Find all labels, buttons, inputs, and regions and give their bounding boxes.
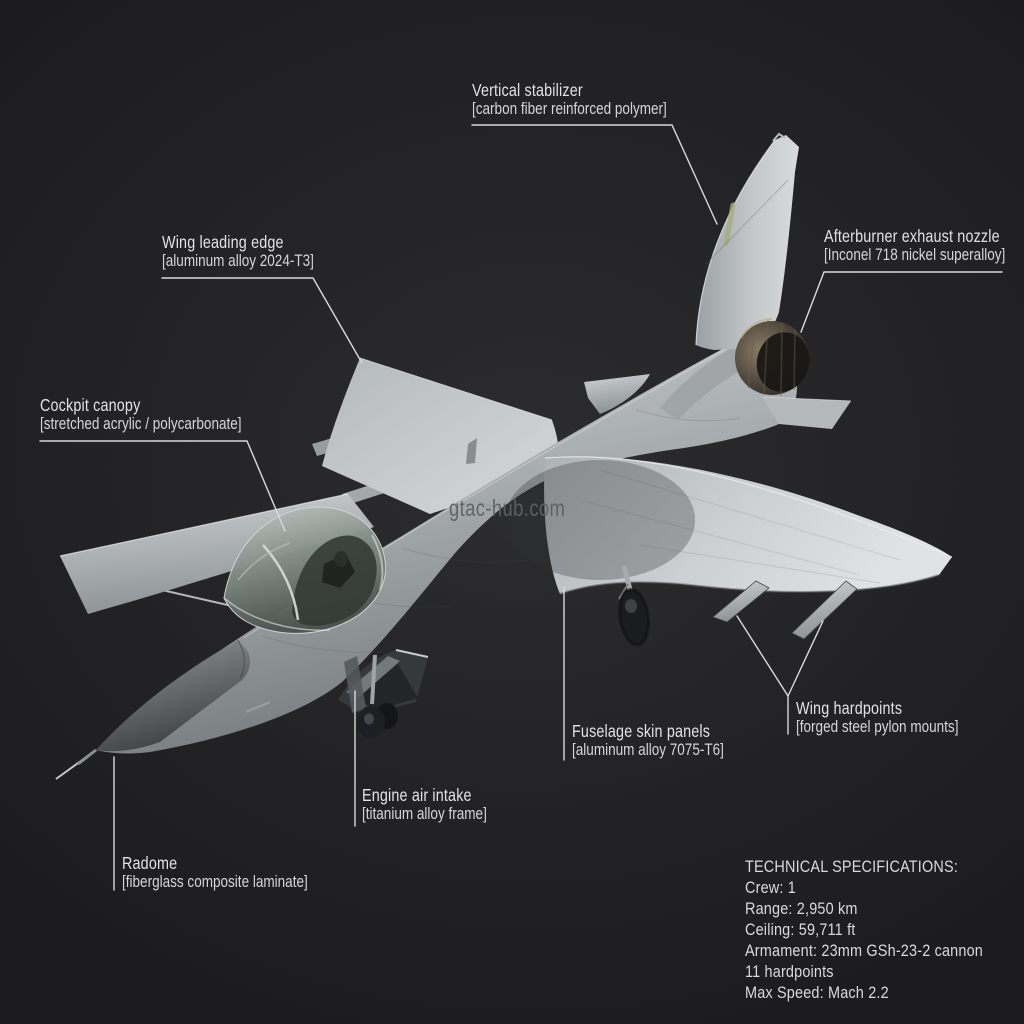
callout-material: [Inconel 718 nickel superalloy] [824, 246, 1006, 264]
tail-strake-highlight [761, 396, 852, 402]
callout-vertical-stabilizer: Vertical stabilizer [carbon fiber reinfo… [472, 81, 667, 119]
rudder-seam [705, 179, 789, 265]
callout-material: [aluminum alloy 7075-T6] [572, 741, 724, 759]
leader-cockpit-canopy [39, 440, 286, 532]
canopy-rear-frame [371, 534, 384, 591]
windscreen-divider [237, 542, 291, 581]
canopy-sill-highlight [223, 597, 331, 631]
nose-gear-door [344, 656, 366, 713]
callout-title: Afterburner exhaust nozzle [824, 226, 1000, 246]
callout-material: [carbon fiber reinforced polymer] [472, 100, 667, 118]
callout-wing-leading-edge: Wing leading edge [aluminum alloy 2024-T… [162, 233, 314, 271]
tech-specs-block: TECHNICAL SPECIFICATIONS: Crew: 1 Range:… [745, 856, 983, 1003]
right-wing-panel-lines [579, 469, 901, 584]
fin-formation-light [723, 202, 736, 246]
intake-lip-highlight [395, 649, 429, 658]
fuselage [96, 331, 797, 754]
seat-headrest [334, 551, 348, 567]
spec-line-range: Range: 2,950 km [745, 899, 858, 918]
dorsal-antenna [466, 438, 477, 464]
left-wing [322, 358, 559, 514]
left-wing-leading-edge-highlight [359, 357, 553, 421]
leader-lines [39, 124, 1003, 891]
callout-title: Wing leading edge [162, 232, 284, 252]
callout-material: [stretched acrylic / polycarbonate] [40, 415, 242, 433]
callout-title: Wing hardpoints [796, 698, 903, 718]
callout-engine-air-intake: Engine air intake [titanium alloy frame] [362, 786, 487, 824]
spec-line-armament: Armament: 23mm GSh-23-2 cannon [745, 941, 984, 960]
right-wing [544, 456, 952, 594]
callout-title: Radome [122, 853, 178, 873]
right-wing-leading-edge-highlight [544, 456, 953, 558]
spec-line-max-speed: Max Speed: Mach 2.2 [745, 983, 889, 1002]
main-gear-tire-rim [618, 587, 650, 647]
callout-cockpit-canopy: Cockpit canopy [stretched acrylic / poly… [40, 396, 242, 434]
main-gear-hub [625, 599, 637, 613]
callout-material: [aluminum alloy 2024-T3] [162, 252, 314, 270]
canopy-frame-arc [262, 544, 300, 621]
main-gear-link [618, 583, 629, 600]
callout-afterburner-nozzle: Afterburner exhaust nozzle [Inconel 718 … [824, 227, 1005, 265]
nozzle-petal-seams [747, 319, 796, 397]
exhaust-nozzle-opening [756, 332, 810, 392]
callout-title: Fuselage skin panels [572, 721, 711, 741]
callout-title: Vertical stabilizer [472, 80, 583, 100]
nozzle-rim-highlight [740, 318, 773, 339]
callout-material: [titanium alloy frame] [362, 805, 487, 823]
nose-probe [245, 701, 271, 713]
leader-afterburner-nozzle [800, 271, 1003, 333]
spec-line-hardpoints: 11 hardpoints [745, 962, 834, 981]
pitot-boom-base [77, 748, 97, 766]
spec-line-crew: Crew: 1 [745, 878, 796, 897]
spec-line-ceiling: Ceiling: 59,711 ft [745, 920, 856, 939]
leader-wing-hardpoints-right-branch [787, 620, 824, 697]
callout-material: [forged steel pylon mounts] [796, 718, 959, 736]
right-wing-trailing-shadow [559, 574, 940, 595]
callout-material: [fiberglass composite laminate] [122, 873, 308, 891]
leader-vertical-stabilizer [471, 124, 718, 225]
left-canard-leading-edge-highlight [59, 493, 349, 557]
callout-title: Engine air intake [362, 785, 472, 805]
specs-heading: TECHNICAL SPECIFICATIONS: [745, 857, 959, 876]
callout-wing-hardpoints: Wing hardpoints [forged steel pylon moun… [796, 699, 958, 737]
fin-tip-antenna [772, 132, 786, 142]
callout-radome: Radome [fiberglass composite laminate] [122, 854, 308, 892]
tail-strake [762, 397, 851, 429]
fin-leading-edge-highlight [695, 139, 776, 346]
right-canard [584, 374, 650, 414]
vertical-stabilizer-fin [696, 135, 799, 350]
callout-fuselage-skin-panels: Fuselage skin panels [aluminum alloy 707… [572, 722, 724, 760]
radome-cone [96, 640, 250, 752]
leader-wing-leading-edge [161, 277, 363, 364]
wing-root-shadow [505, 460, 695, 580]
wing-pylon-inboard [712, 580, 770, 623]
radome-seam [237, 639, 245, 679]
watermark: gtac-hub.com [449, 495, 566, 521]
nose-gear-hub [364, 713, 374, 725]
wing-pylon-outboard [791, 580, 858, 640]
nose-gear-strut [370, 654, 377, 705]
callout-title: Cockpit canopy [40, 395, 141, 415]
